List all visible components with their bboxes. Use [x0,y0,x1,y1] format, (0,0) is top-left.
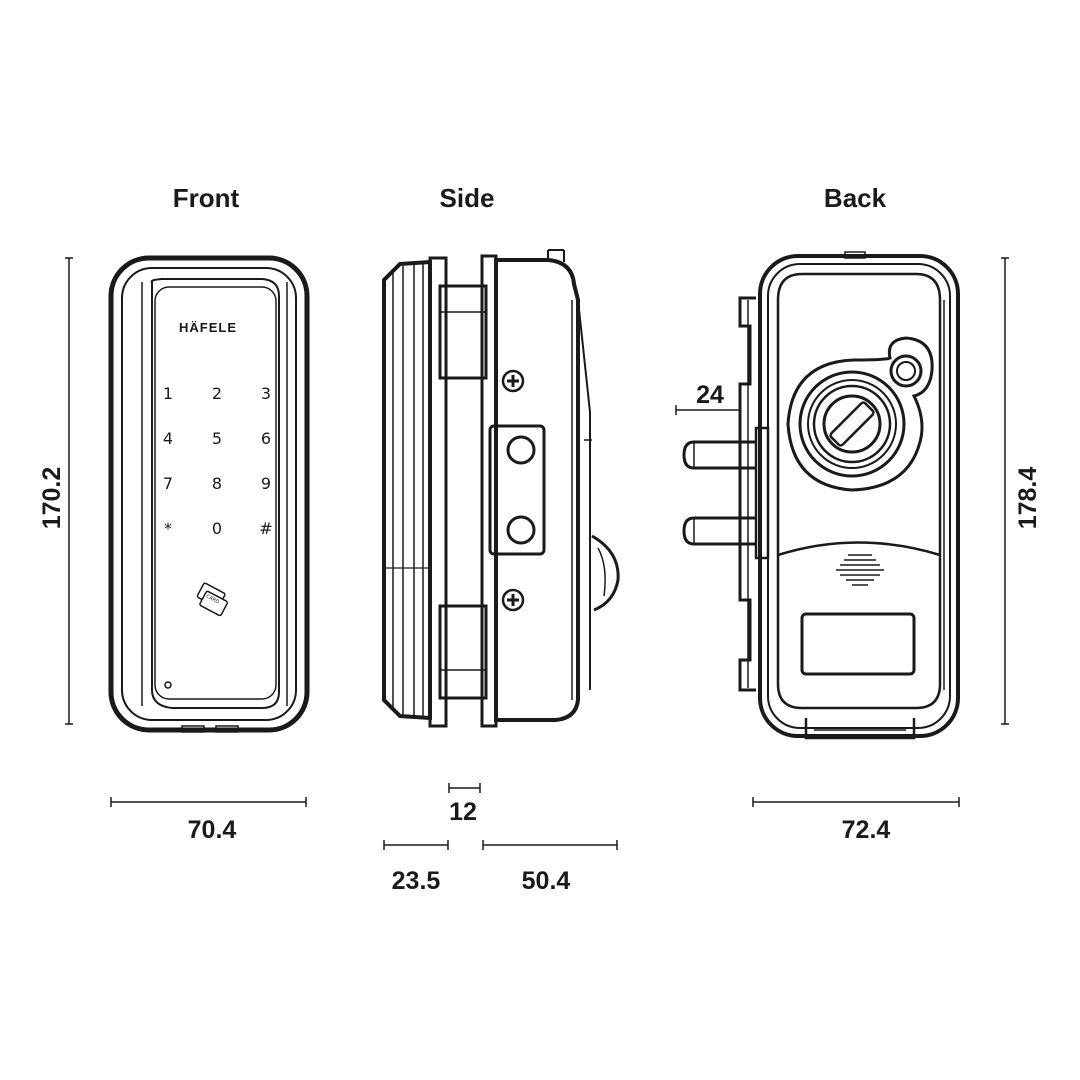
front-led-indicator [164,681,172,689]
front-glass-panel [154,286,277,700]
front-view: CARD [108,255,310,733]
keypad-key: 9 [261,474,271,493]
back-view-title: Back [824,183,887,213]
back-width-label: 72.4 [842,816,891,844]
side-glass-clamp-bottom [438,604,488,700]
side-lock-block [488,424,546,556]
back-cover-panel [776,272,942,710]
keypad-key: 2 [212,384,222,403]
back-post-bottom [682,516,756,546]
side-gap-label: 12 [449,798,477,826]
back-bottom-tab [804,718,916,740]
front-height-label: 170.2 [38,467,66,530]
back-outer-body [758,254,960,738]
side-screw-bottom-icon [501,588,525,612]
front-inner-body [121,267,297,721]
side-right-label: 50.4 [522,867,571,895]
keypad-key: # [259,519,272,538]
keypad: 1 2 3 4 5 6 7 8 9 * 0 # [163,384,273,538]
side-left-flange [428,256,448,728]
front-bezel [150,278,280,709]
back-post-top [682,440,756,470]
side-view-title: Side [440,183,495,213]
side-screw-hole-top [506,435,536,465]
side-knob [591,534,620,612]
keypad-key: 1 [163,384,173,403]
front-outer-body [108,255,310,733]
back-thumbturn-housing [786,336,934,492]
card-icon: CARD [196,582,229,617]
keypad-key: 7 [163,474,173,493]
side-screw-top-icon [501,369,525,393]
side-view [382,249,620,728]
back-thumbturn-ring [798,370,906,478]
keypad-key: 6 [261,429,271,448]
side-right-body [494,258,580,722]
back-battery-cover [777,541,941,557]
keypad-key: 5 [212,429,222,448]
side-screw-hole-bottom [506,515,536,545]
side-glass-clamp-top [438,284,488,380]
front-dimension-lines [65,257,307,807]
keypad-key: 3 [261,384,271,403]
side-dimension-lines [383,783,618,850]
back-battery-window [800,612,916,676]
back-dimension-lines [675,257,1009,807]
back-inner-body [767,263,951,729]
front-width-label: 70.4 [188,816,237,844]
keypad-key: 8 [212,474,222,493]
back-release-button [889,354,923,388]
back-offset-label: 24 [696,381,724,409]
back-height-label: 178.4 [1014,467,1042,530]
side-left-label: 23.5 [392,867,441,895]
front-bottom-tab-right [215,725,239,733]
keypad-key: 4 [163,429,173,448]
back-view [682,251,960,740]
front-bottom-tab-left [181,725,205,733]
front-view-title: Front [173,183,240,213]
keypad-key: * [164,519,172,538]
back-speaker-grille [836,554,884,586]
back-mounting-plate [738,296,756,692]
brand-logo: HÄFELE [179,320,237,335]
keypad-key: 0 [212,519,222,538]
back-thumbturn-slot [829,401,875,447]
back-thumbturn-knob [822,394,882,454]
